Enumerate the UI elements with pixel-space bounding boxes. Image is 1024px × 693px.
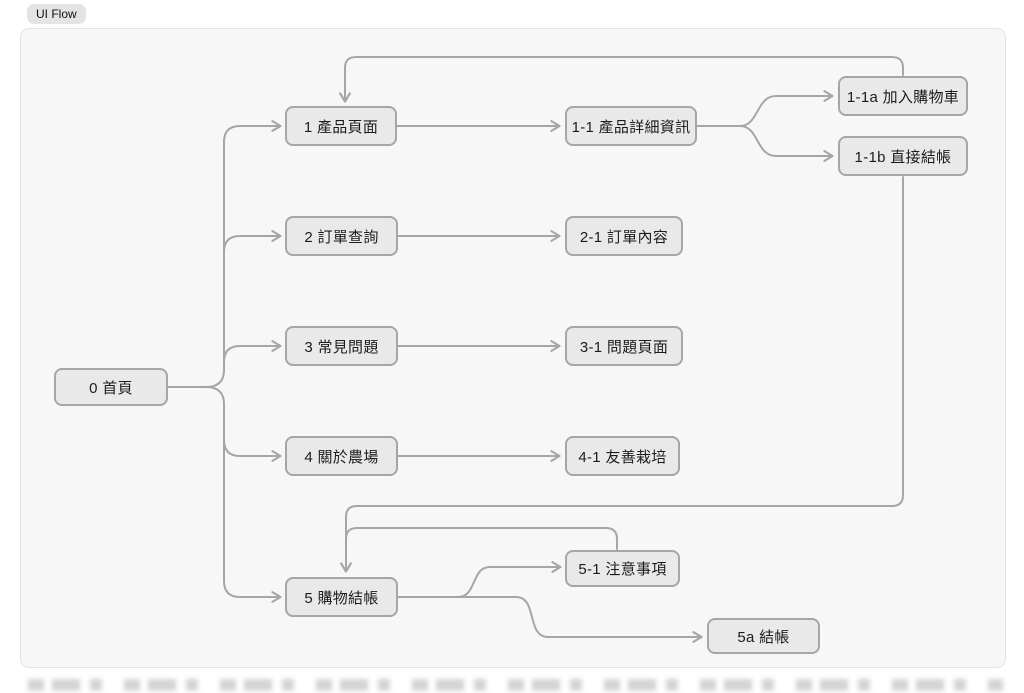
cropped-text-below <box>28 679 1003 691</box>
flow-node-1-1a-add-to-cart[interactable]: 1-1a 加入購物車 <box>838 76 968 116</box>
flow-node-5a-checkout[interactable]: 5a 結帳 <box>707 618 820 654</box>
flow-node-home[interactable]: 0 首頁 <box>54 368 168 406</box>
flow-node-1-1-product-detail[interactable]: 1-1 產品詳細資訊 <box>565 106 697 146</box>
section-badge: UI Flow <box>27 4 86 24</box>
flow-node-3-1-question-page[interactable]: 3-1 問題頁面 <box>565 326 683 366</box>
flow-node-2-1-order-content[interactable]: 2-1 訂單內容 <box>565 216 683 256</box>
flow-node-5-shopping-checkout[interactable]: 5 購物結帳 <box>285 577 398 617</box>
flow-node-1-product-page[interactable]: 1 產品頁面 <box>285 106 397 146</box>
flow-node-5-1-notes[interactable]: 5-1 注意事項 <box>565 550 680 587</box>
flow-node-3-faq[interactable]: 3 常見問題 <box>285 326 398 366</box>
flow-node-1-1b-direct-checkout[interactable]: 1-1b 直接結帳 <box>838 136 968 176</box>
flow-canvas <box>20 28 1006 668</box>
flow-node-4-1-friendly-farming[interactable]: 4-1 友善栽培 <box>565 436 680 476</box>
flow-node-4-about-farm[interactable]: 4 關於農場 <box>285 436 398 476</box>
flow-node-2-order-inquiry[interactable]: 2 訂單查詢 <box>285 216 398 256</box>
